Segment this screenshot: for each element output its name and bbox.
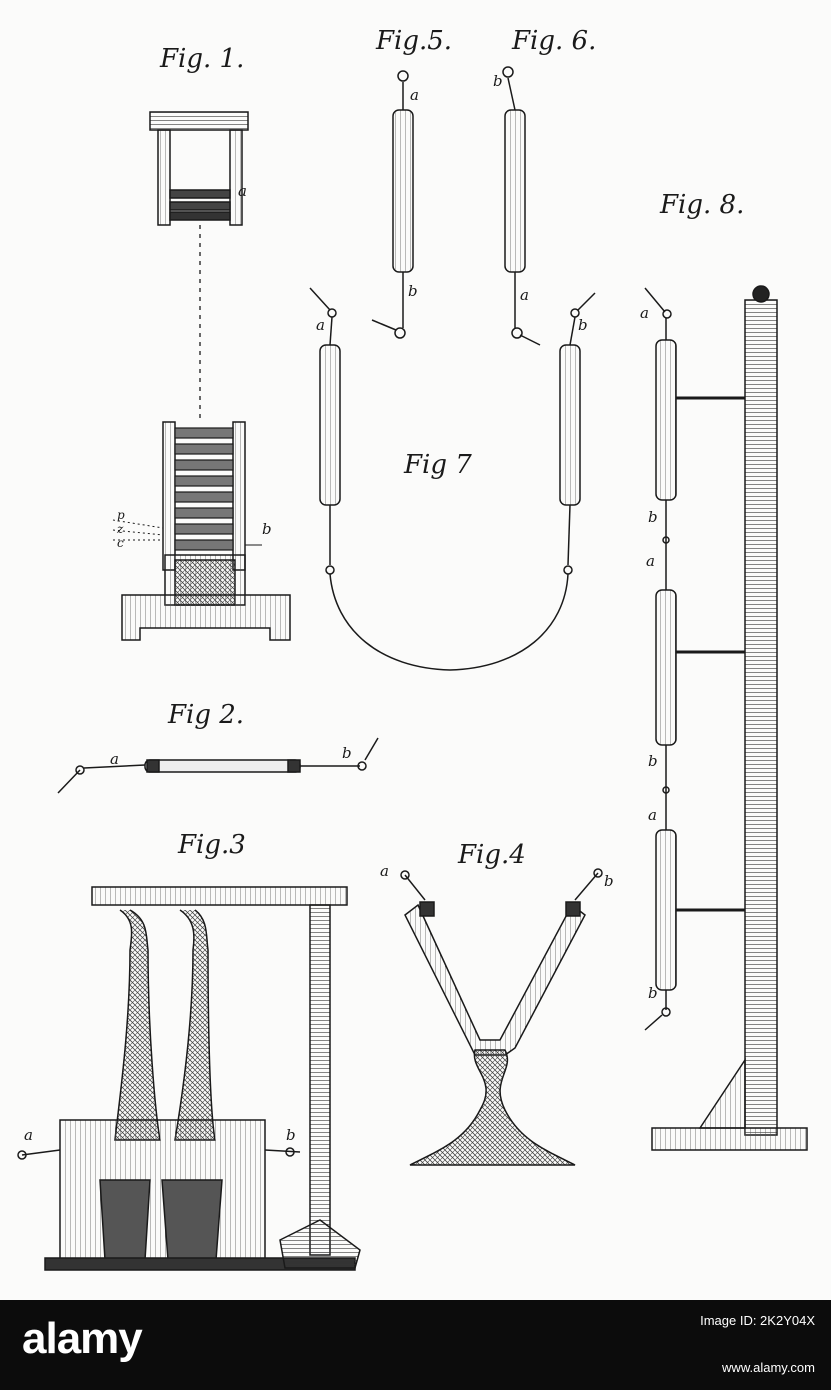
fig8-caption: Fig. 8. (660, 190, 745, 220)
fig8-label-b1: b (648, 508, 658, 526)
fig1-caption: Fig. 1. (160, 44, 245, 74)
fig1-label-a: a (238, 182, 247, 200)
fig5-label-b: b (408, 282, 418, 300)
fig1-label-b: b (262, 520, 272, 538)
fig3-label-b: b (286, 1126, 296, 1144)
fig4-vessel-drawing (400, 868, 603, 1166)
fig1-label-z: z (117, 522, 124, 536)
brand-logo: alamy (22, 1314, 143, 1363)
fig1-label-p: p (117, 508, 125, 522)
site-url: www.alamy.com (722, 1360, 815, 1375)
fig6-tube-drawing (502, 66, 541, 346)
fig7-caption: Fig 7 (404, 450, 472, 480)
fig2-label-a: a (110, 750, 119, 768)
fig8-label-a1: a (640, 304, 649, 322)
image-id: Image ID: 2K2Y04X (700, 1313, 815, 1328)
fig8-stand-drawing (644, 285, 808, 1151)
fig4-label-a: a (380, 862, 389, 880)
fig5-caption: Fig.5. (376, 26, 453, 56)
fig4-label-b: b (604, 872, 614, 890)
fig6-label-b: b (493, 72, 503, 90)
fig7-arc-drawing (309, 287, 596, 671)
fig2-tube-drawing (57, 737, 379, 794)
fig6-label-a: a (520, 286, 529, 304)
fig3-trough-drawing (17, 886, 361, 1271)
fig5-label-a: a (410, 86, 419, 104)
fig3-caption: Fig.3 (178, 830, 246, 860)
fig4-caption: Fig.4 (458, 840, 526, 870)
fig2-label-b: b (342, 744, 352, 762)
fig8-label-b3: b (648, 984, 658, 1002)
fig6-caption: Fig. 6. (512, 26, 597, 56)
fig3-label-a: a (24, 1126, 33, 1144)
fig8-label-a2: a (646, 552, 655, 570)
fig1-pile-drawing (112, 111, 291, 641)
watermark-banner: alamy Image ID: 2K2Y04X www.alamy.com (0, 1300, 831, 1390)
apparatus-drawing (17, 66, 808, 1271)
fig2-caption: Fig 2. (168, 700, 245, 730)
fig7-label-a: a (316, 316, 325, 334)
fig7-label-b: b (578, 316, 588, 334)
fig8-label-b2: b (648, 752, 658, 770)
fig8-label-a3: a (648, 806, 657, 824)
engraving-plate: Fig. 1. Fig.5. Fig. 6. Fig. 8. Fig 7 Fig… (17, 26, 808, 1271)
fig5-tube-drawing (371, 70, 414, 339)
fig1-label-c: c (117, 536, 124, 550)
